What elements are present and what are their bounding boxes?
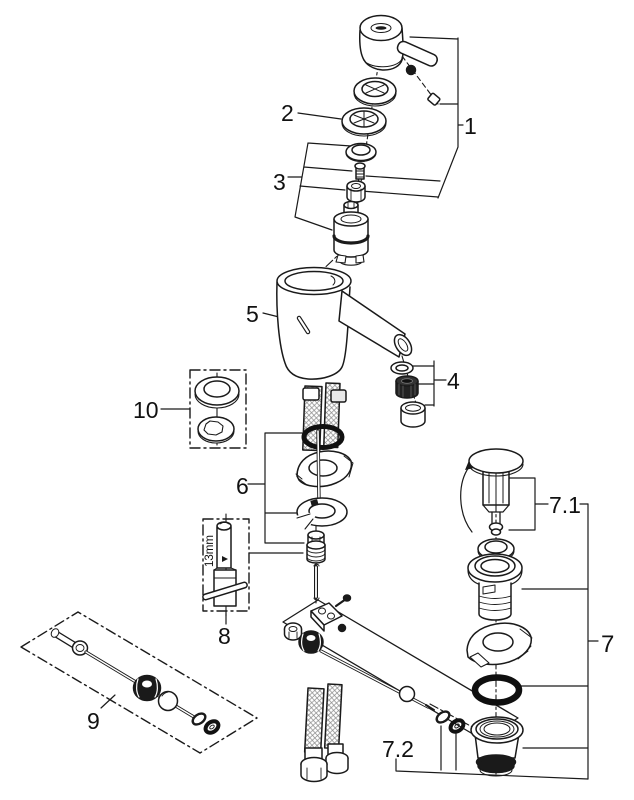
part-8-box xyxy=(202,518,250,612)
bracket-part-1-extra xyxy=(360,175,441,198)
part-lift-rod-assembly xyxy=(20,611,258,754)
part-base-o-ring xyxy=(301,424,345,450)
label-part-2: 2 xyxy=(281,100,294,126)
part-dome-ring xyxy=(345,142,377,162)
part-cartridge xyxy=(332,200,370,266)
part-mounting-stud xyxy=(306,530,326,564)
screw-axis-dashed-line xyxy=(401,55,439,105)
part-10-box xyxy=(189,369,247,449)
label-part-4: 4 xyxy=(447,368,460,394)
part-horseshoe-washer xyxy=(295,497,348,532)
part-drain-o-ring xyxy=(471,674,523,706)
bracket-part-3 xyxy=(287,142,353,231)
center-axis-lines xyxy=(216,25,497,777)
leader-part-2 xyxy=(297,112,342,120)
bracket-part-7 xyxy=(520,503,599,780)
bracket-part-4 xyxy=(412,360,447,407)
part-drain-wedge-gasket xyxy=(466,622,533,668)
callout-labels: 1 2 3 4 5 6 7 7.1 7.2 8 9 10 13mm xyxy=(87,100,614,762)
label-part-3: 3 xyxy=(273,169,286,195)
label-part-8: 8 xyxy=(218,623,231,649)
part-pin-rod xyxy=(313,563,320,601)
bracket-part-7-2 xyxy=(395,725,589,780)
leader-part-9 xyxy=(100,694,116,709)
part-9-box xyxy=(20,611,258,754)
bracket-part-6 xyxy=(247,432,305,544)
part-aerator xyxy=(390,361,426,428)
part-base-gasket xyxy=(295,450,354,488)
leader-lines xyxy=(100,36,599,780)
part-faucet-body xyxy=(276,266,413,380)
label-part-6: 6 xyxy=(236,473,249,499)
part-popup-plug xyxy=(460,448,524,536)
part-lever-handle xyxy=(359,14,438,71)
bracket-part-7-1 xyxy=(508,477,589,531)
part-drain-flange xyxy=(467,553,523,621)
part-adapter-nut xyxy=(346,180,366,203)
part-socket-tool xyxy=(202,518,250,612)
leader-part-8 xyxy=(225,552,304,625)
rotate-arrow xyxy=(460,466,473,533)
bracket-part-1 xyxy=(409,36,464,199)
part-escutcheon-ring xyxy=(353,77,397,107)
label-part-7-1: 7.1 xyxy=(549,492,581,518)
label-part-7-2: 7.2 xyxy=(382,736,414,762)
label-part-5: 5 xyxy=(246,301,259,327)
label-part-7: 7 xyxy=(601,631,614,658)
part-handle-grub-screw xyxy=(405,64,441,106)
label-part-9: 9 xyxy=(87,708,100,734)
part-cap-ring xyxy=(341,107,387,137)
label-tool-size: 13mm xyxy=(204,535,216,567)
part-drain-cup xyxy=(470,716,524,777)
label-part-1: 1 xyxy=(464,113,477,139)
part-popup-linkage xyxy=(283,594,466,734)
part-fixing-screw xyxy=(354,162,366,184)
label-part-10: 10 xyxy=(133,397,159,423)
part-mounting-rings xyxy=(189,369,247,449)
part-supply-hoses-lower xyxy=(300,683,349,783)
